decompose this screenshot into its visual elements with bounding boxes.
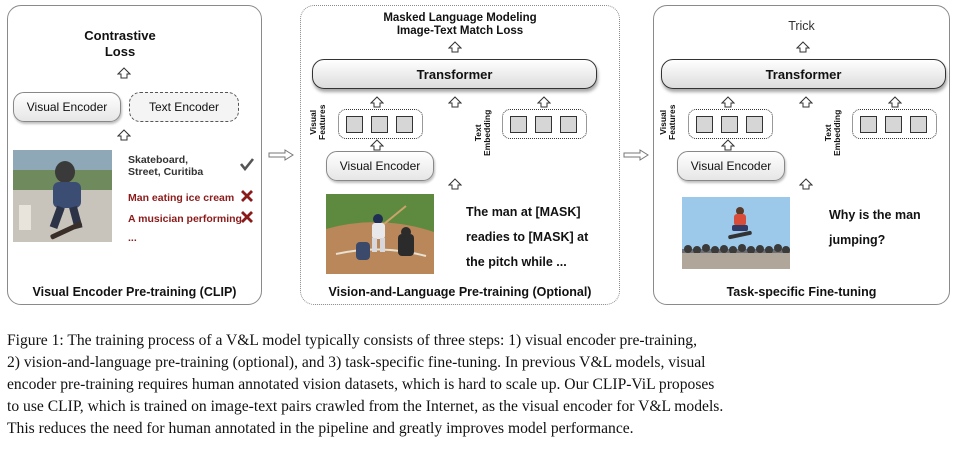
- figure-caption: Figure 1: The training process of a V&L …: [7, 330, 952, 440]
- visual-features-text: Visual Features: [308, 104, 327, 140]
- arrow-up-icon: [796, 41, 810, 53]
- feature-square: [396, 116, 413, 133]
- caption-line: encoder pre-training requires human anno…: [7, 376, 715, 393]
- question-text: Why is the man jumping?: [829, 203, 949, 253]
- arrow-up-icon: [721, 96, 735, 108]
- embedding-square: [860, 116, 877, 133]
- text-embedding-text: Text Embedding: [823, 109, 842, 156]
- text-embedding-group: [852, 109, 937, 139]
- arrow-up-icon: [117, 67, 131, 79]
- arrow-up-icon: [537, 96, 551, 108]
- question-line2: jumping?: [829, 233, 886, 247]
- skateboard-photo: [13, 150, 112, 242]
- itm-label: Image-Text Match Loss: [396, 25, 524, 37]
- caption-wrong-1: Man eating ice cream: [128, 192, 235, 204]
- caption-correct-line2: Street, Curitiba: [128, 166, 204, 178]
- baseball-photo-graphic: [326, 194, 434, 274]
- arrow-up-icon: [721, 139, 735, 151]
- visual-features-text: Visual Features: [658, 104, 677, 140]
- text-embedding-label: Text Embedding: [473, 109, 492, 156]
- arrow-up-icon: [448, 41, 462, 53]
- embedding-square: [535, 116, 552, 133]
- jumping-photo-graphic: [682, 197, 790, 269]
- visual-features-group: [338, 109, 423, 139]
- text-encoder-box: Text Encoder: [129, 92, 239, 122]
- masked-text-line2: readies to [MASK] at: [466, 230, 589, 244]
- visual-encoder-box: Visual Encoder: [677, 151, 785, 181]
- baseball-photo: [326, 194, 434, 274]
- cross-icon: [241, 211, 253, 223]
- caption-ellipsis: ...: [128, 232, 137, 244]
- cross-icon: [241, 190, 253, 202]
- text-embedding-label: Text Embedding: [823, 109, 842, 156]
- visual-features-group: [688, 109, 773, 139]
- loss-line1: Contrastive: [84, 28, 156, 43]
- loss-line2: Loss: [104, 44, 136, 59]
- embedding-square: [560, 116, 577, 133]
- contrastive-loss-label: Contrastive Loss: [60, 28, 180, 60]
- panel3-title: Task-specific Fine-tuning: [726, 285, 877, 299]
- caption-line: to use CLIP, which is trained on image-t…: [7, 398, 724, 415]
- panel2-top-label: Masked Language Modeling Image-Text Matc…: [305, 12, 615, 38]
- feature-square: [371, 116, 388, 133]
- text-embedding-text: Text Embedding: [473, 109, 492, 156]
- visual-encoder-box: Visual Encoder: [326, 151, 434, 181]
- caption-list: Skateboard, Street, Curitiba Man eating …: [128, 154, 263, 244]
- caption-correct-line1: Skateboard,: [128, 154, 189, 166]
- visual-encoder-box: Visual Encoder: [13, 92, 121, 122]
- feature-square: [721, 116, 738, 133]
- caption-correct: Skateboard, Street, Curitiba: [128, 154, 263, 178]
- panel1-title: Visual Encoder Pre-training (CLIP): [32, 285, 237, 299]
- arrow-up-icon: [370, 96, 384, 108]
- transformer-box: Transformer: [312, 59, 597, 89]
- visual-features-label: Visual Features: [308, 104, 327, 140]
- embedding-square: [885, 116, 902, 133]
- masked-text: The man at [MASK] readies to [MASK] at t…: [466, 200, 616, 275]
- embedding-square: [510, 116, 527, 133]
- trick-label: Trick: [788, 19, 815, 33]
- arrow-up-icon: [448, 178, 462, 190]
- masked-text-line3: the pitch while ...: [466, 255, 567, 269]
- arrow-up-icon: [799, 96, 813, 108]
- arrow-up-icon: [799, 178, 813, 190]
- arrow-up-icon: [117, 129, 131, 141]
- caption-line: 2) vision-and-language pre-training (opt…: [7, 354, 706, 371]
- feature-square: [696, 116, 713, 133]
- arrow-up-icon: [888, 96, 902, 108]
- right-arrow-icon: [623, 149, 649, 161]
- caption-wrong-2: A musician performing: [128, 213, 242, 225]
- masked-text-line1: The man at [MASK]: [466, 205, 581, 219]
- mlm-label: Masked Language Modeling: [383, 12, 537, 24]
- caption-line: Figure 1: The training process of a V&L …: [7, 332, 698, 349]
- check-icon: [239, 158, 255, 171]
- panel2-title: Vision-and-Language Pre-training (Option…: [328, 285, 592, 299]
- jumping-photo: [682, 197, 790, 269]
- text-embedding-group: [502, 109, 587, 139]
- embedding-square: [910, 116, 927, 133]
- caption-line: This reduces the need for human annotate…: [7, 420, 634, 437]
- arrow-up-icon: [448, 96, 462, 108]
- arrow-up-icon: [370, 139, 384, 151]
- right-arrow-icon: [268, 149, 294, 161]
- transformer-box: Transformer: [661, 59, 946, 89]
- skateboard-photo-graphic: [13, 150, 112, 242]
- feature-square: [746, 116, 763, 133]
- feature-square: [346, 116, 363, 133]
- question-line1: Why is the man: [829, 208, 921, 222]
- visual-features-label: Visual Features: [658, 104, 677, 140]
